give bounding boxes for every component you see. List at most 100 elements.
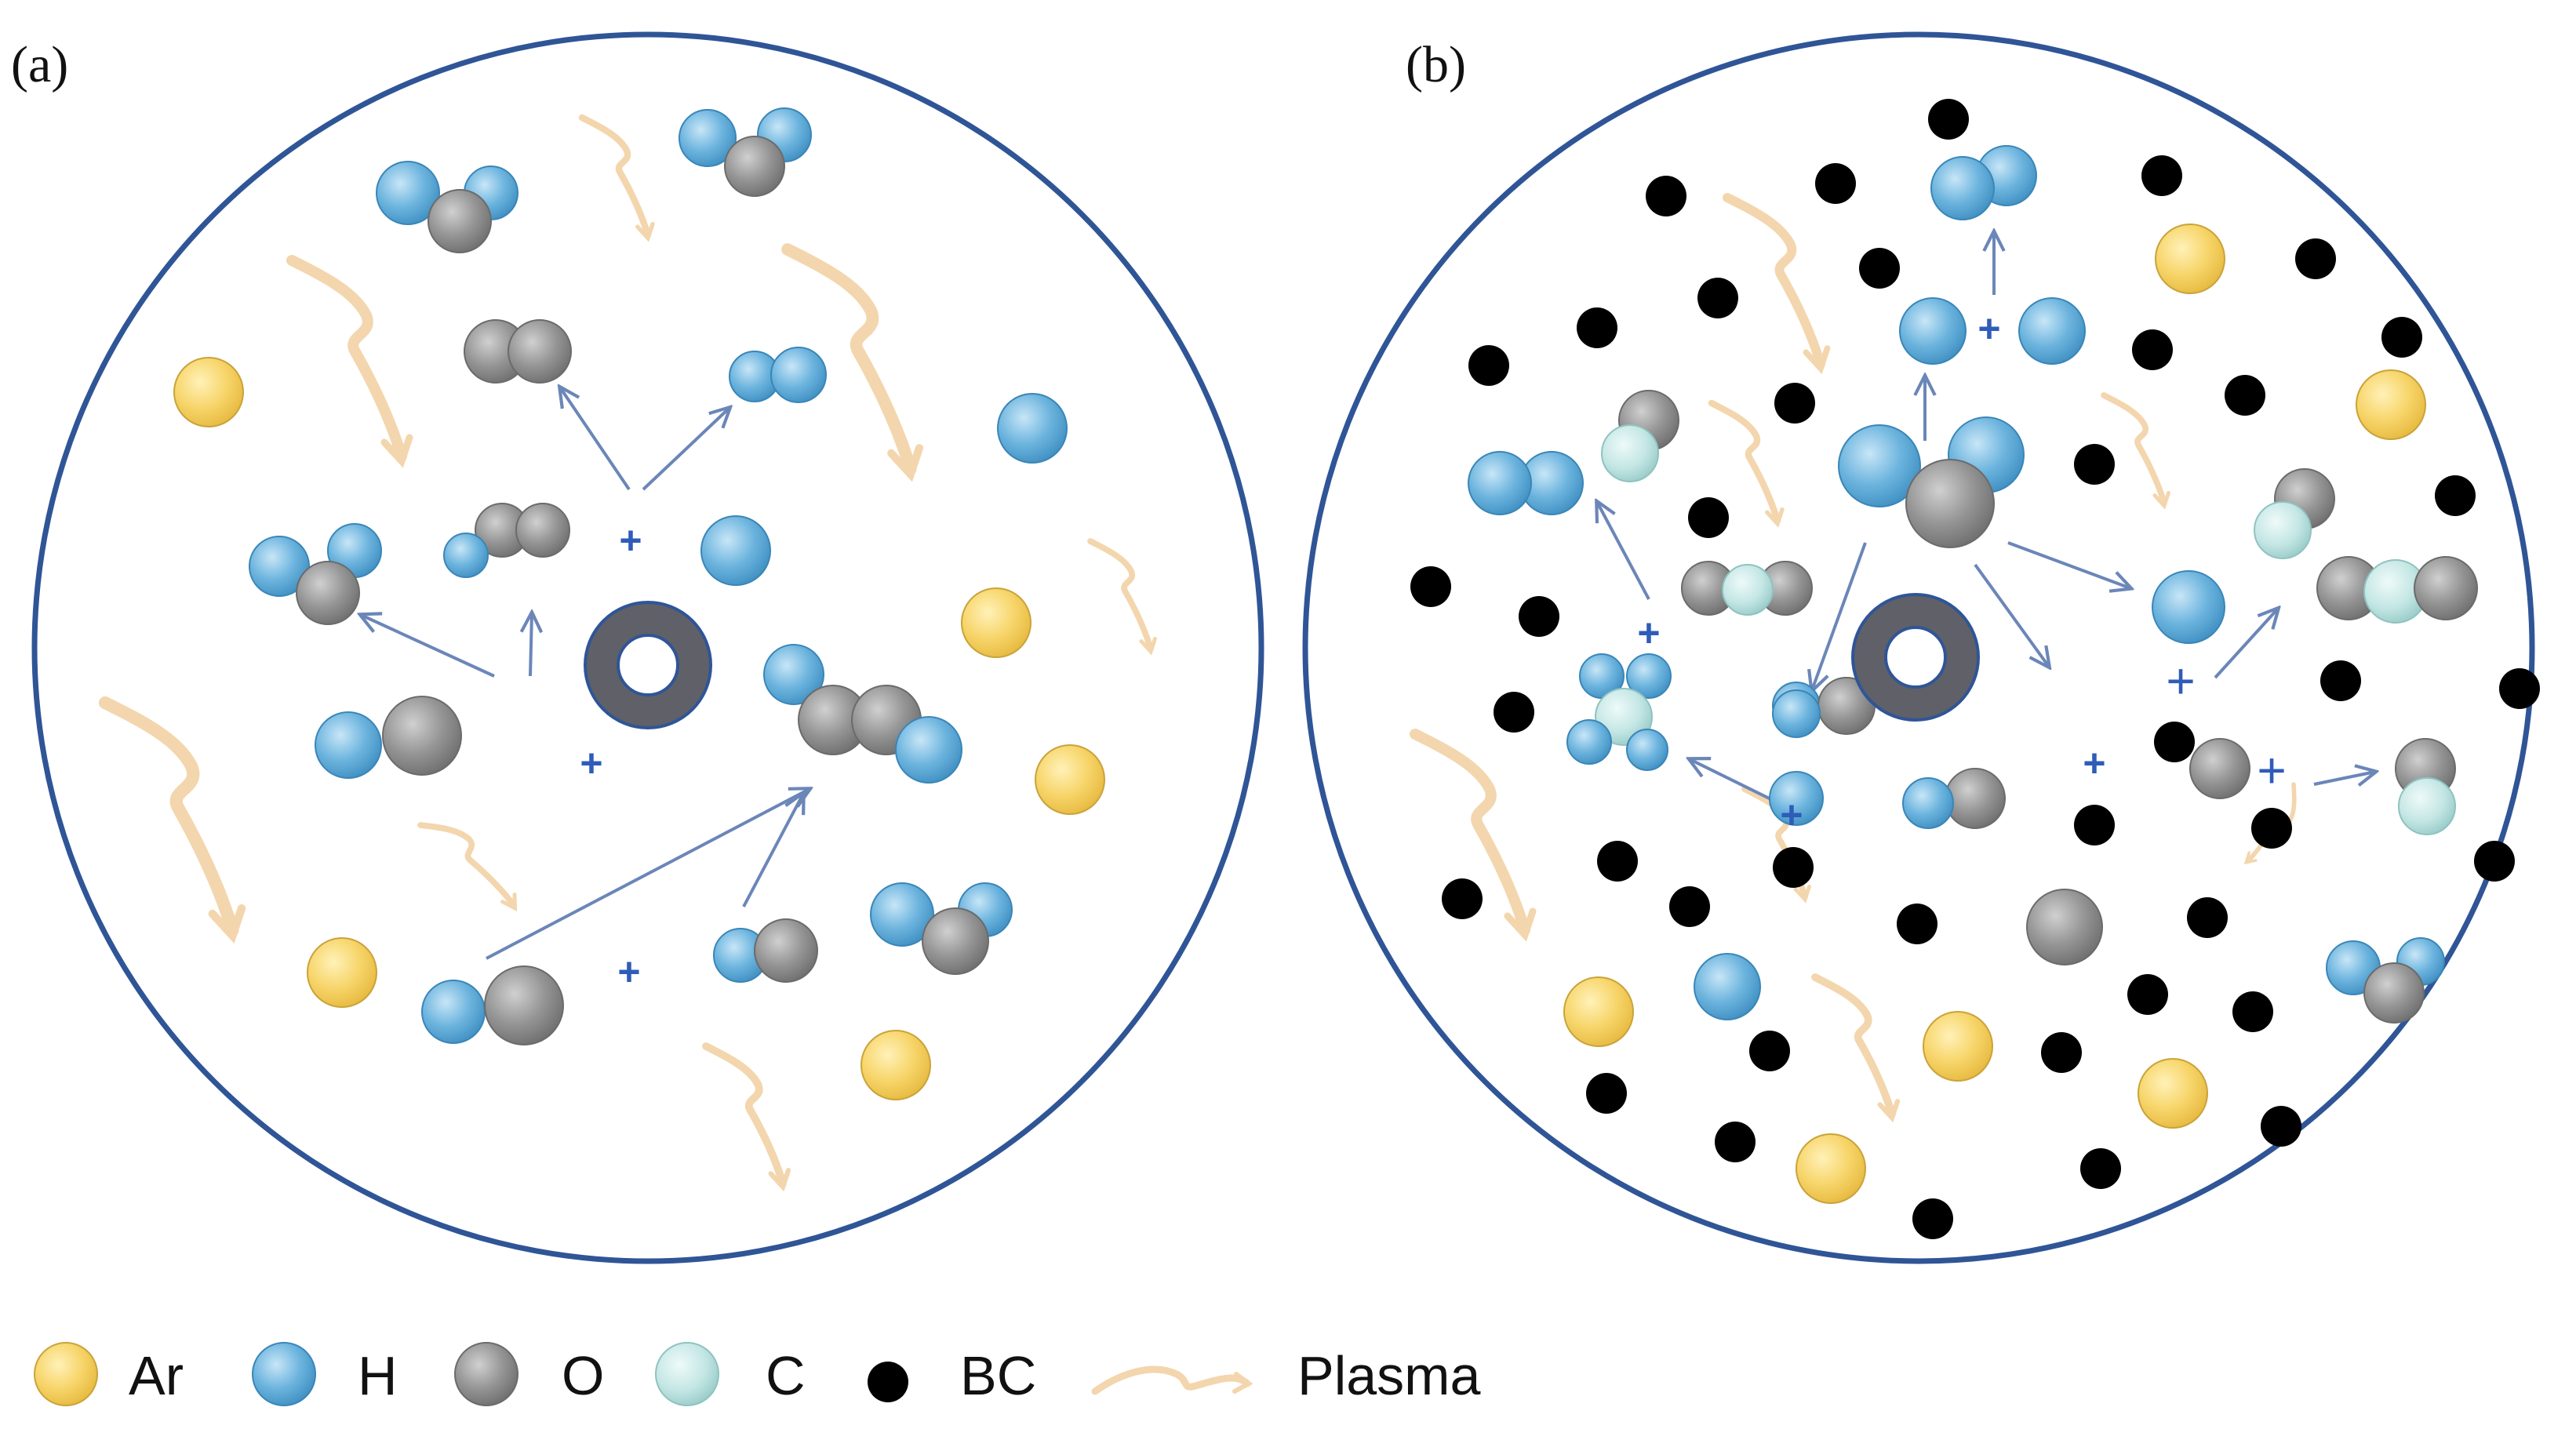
bc-particle (1646, 176, 1686, 216)
bc-particle (1586, 1073, 1627, 1114)
legend-c-label: C (766, 1345, 806, 1406)
plasma-bolt (1708, 399, 1785, 528)
plasma-bolt (1410, 729, 1537, 942)
ar-atom (2155, 224, 2225, 294)
legend-plasma-label: Plasma (1297, 1345, 1480, 1406)
legend: Ar H O C BC Plasma (34, 1342, 1480, 1406)
ar-atom (1923, 1011, 1993, 1082)
h-atom (443, 533, 489, 578)
plus-sign: + (1780, 793, 1803, 837)
bc-particle (1597, 841, 1638, 882)
o-atom (1905, 459, 1995, 548)
panel-label-b: (b) (1406, 36, 1466, 93)
plasma-bolt (781, 243, 924, 482)
ar-atom (961, 587, 1031, 658)
h-atom (1772, 689, 1821, 738)
bc-particle (1773, 847, 1814, 888)
plus-layer: +++++++++ (580, 307, 2286, 994)
plus-sign: + (580, 741, 602, 785)
legend-bc-swatch (868, 1362, 908, 1402)
reaction-arrow (530, 613, 532, 677)
plasma-bolt (1723, 193, 1831, 374)
bc-layer (1410, 99, 2540, 1239)
h-atom (315, 711, 382, 779)
h-atom (249, 536, 310, 597)
plasma-bolt (286, 255, 413, 468)
ar-atom (173, 357, 244, 427)
plasma-bolt (1087, 538, 1157, 656)
c-atom (1601, 424, 1659, 482)
legend-c-swatch (655, 1342, 719, 1406)
bc-particle (1494, 692, 1534, 733)
o-atom (428, 189, 492, 253)
h-atom (679, 109, 737, 167)
panel-a-boundary (31, 31, 1264, 1264)
bc-particle (2381, 317, 2422, 358)
bc-particle (1715, 1122, 1756, 1162)
reaction-arrow (361, 615, 495, 678)
ar-atom (1035, 744, 1105, 815)
atom-layer (173, 107, 2478, 1204)
bc-particle (1912, 1198, 1953, 1239)
h-atom (1899, 297, 1967, 365)
o-atom (296, 561, 360, 625)
bc-particle (2074, 805, 2115, 845)
h-atom (2018, 297, 2086, 365)
c-atom (2254, 501, 2312, 559)
c-atom (2398, 777, 2456, 835)
o-atom (484, 965, 564, 1045)
bc-particle (2499, 668, 2540, 709)
legend-plasma-icon (1091, 1365, 1253, 1395)
reaction-arrow (2214, 609, 2278, 679)
bc-particle (2225, 375, 2265, 416)
h-atom (870, 882, 934, 947)
ar-atom (1563, 976, 1634, 1047)
bc-particle (2132, 329, 2173, 370)
reaction-arrow (1812, 542, 1867, 690)
bc-particle (2041, 1032, 2082, 1073)
plus-sign: + (619, 518, 642, 562)
h-atom (1930, 156, 1995, 220)
h-atom (1769, 771, 1824, 826)
plasma-bolt (578, 114, 655, 242)
legend-o-swatch (454, 1342, 518, 1406)
c-atom (1722, 564, 1774, 616)
o-atom (2026, 889, 2103, 965)
ar-atom (2138, 1058, 2208, 1129)
reaction-arrow (1597, 502, 1650, 600)
o-atom (1945, 768, 2006, 829)
reaction-arrow (560, 387, 631, 491)
bc-particle (1749, 1031, 1790, 1071)
arrow-layer (361, 232, 2375, 960)
h-atom (1902, 777, 1954, 829)
h-atom (1626, 729, 1668, 771)
bc-particle (1468, 345, 1509, 386)
h-atom (1838, 424, 1921, 507)
ar-atom (860, 1030, 931, 1100)
plasma-bolt (2101, 392, 2170, 510)
bc-particle (2080, 1148, 2121, 1189)
bc-particle (2232, 991, 2273, 1032)
panel-label-a: (a) (11, 36, 68, 93)
o-atom (382, 696, 462, 776)
plus-sign: + (2083, 741, 2105, 785)
plasma-bolt (1811, 973, 1901, 1123)
h-atom (997, 393, 1068, 464)
bc-particle (2261, 1106, 2301, 1147)
legend-h-swatch (252, 1342, 316, 1406)
o-atom (508, 319, 572, 384)
bc-particle (1442, 878, 1483, 919)
bc-particle (2141, 155, 2182, 196)
legend-bc-label: BC (960, 1345, 1036, 1406)
h-atom (1566, 719, 1612, 765)
plasma-layer (98, 114, 2297, 1192)
bc-particle (1669, 886, 1710, 927)
panel-a-center-ring (584, 601, 712, 729)
bc-particle (1688, 497, 1729, 538)
ar-atom (2356, 369, 2426, 440)
h-atom (763, 644, 824, 705)
h-atom (1626, 653, 1672, 699)
plasma-bolt (98, 696, 246, 944)
o-atom (515, 503, 570, 558)
plus-sign: + (1977, 307, 2000, 351)
